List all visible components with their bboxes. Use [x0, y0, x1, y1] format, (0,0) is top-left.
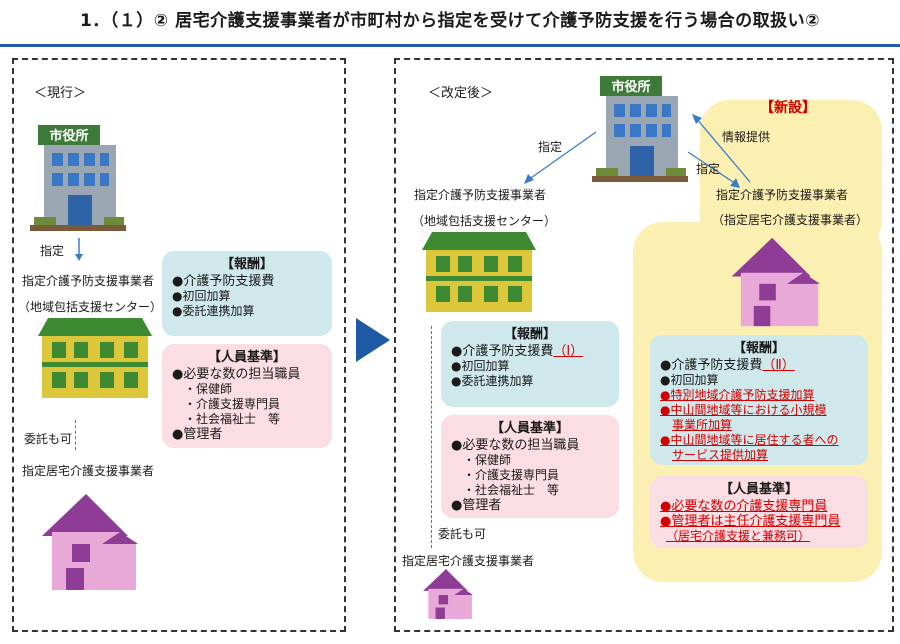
fee-item: 委託連携加算: [172, 304, 322, 319]
fee-item: 初回加算: [172, 289, 322, 304]
city-hall-sign: 市役所: [611, 79, 650, 95]
revised-panel: [394, 58, 894, 632]
fee-box-2: 【報酬】 介護予防支援費（Ⅱ） 初回加算 特別地域介護予防支援加算 中山間地域等…: [650, 335, 868, 465]
new-staff-item: 必要な数の介護支援専門員: [671, 499, 828, 514]
fee-item: 委託連携加算: [451, 374, 609, 389]
staff-header: 【人員基準】: [207, 350, 286, 365]
entrust-arrow: [431, 326, 432, 548]
fee-type-mark: （Ⅰ）: [553, 344, 584, 359]
city-hall-icon: 市役所: [592, 76, 688, 188]
staff-subitem: ・介護支援専門員: [463, 468, 560, 482]
current-panel: [12, 58, 346, 632]
fee-item: 介護予防支援費: [451, 344, 553, 359]
center-sub: （地域包括支援センター）: [18, 300, 163, 314]
fee-header: 【報酬】: [503, 327, 556, 342]
designate-left-label: 指定: [538, 140, 563, 154]
title-rule: [0, 44, 900, 47]
city-hall-icon: 市役所: [30, 125, 126, 237]
new-fee-item: 特別地域介護予防支援加算: [670, 388, 815, 402]
home-provider-label: 指定居宅介護支援事業者: [22, 464, 155, 478]
staff-item: 管理者: [451, 498, 609, 513]
staff-subitem: ・介護支援専門員: [184, 397, 281, 411]
designate-right-label: 指定: [696, 162, 721, 176]
home-provider-sub: （指定居宅介護支援事業者）: [712, 213, 869, 227]
staff-box-1: 【人員基準】 必要な数の担当職員 ・保健師 ・介護支援専門員 ・社会福祉士 等 …: [441, 415, 619, 518]
staff-header: 【人員基準】: [490, 421, 569, 436]
staff-box: 【人員基準】 必要な数の担当職員 ・保健師 ・介護支援専門員 ・社会福祉士 等 …: [162, 344, 332, 448]
info-arrow: [688, 110, 758, 194]
page-title: 1．（１）② 居宅介護支援事業者が市町村から指定を受けて介護予防支援を行う場合の…: [79, 11, 821, 31]
revised-label: ＜改定後＞: [428, 86, 494, 101]
center-building-icon: [34, 318, 156, 404]
fee-item: 介護予防支援費: [172, 274, 322, 289]
entrust-label: 委託も可: [438, 527, 487, 541]
fee-box: 【報酬】 介護予防支援費 初回加算 委託連携加算: [162, 251, 332, 336]
info-label: 情報提供: [722, 130, 771, 144]
new-staff-item-cont: （居宅介護支援と兼務可）: [666, 529, 811, 543]
fee-header: 【報酬】: [732, 341, 785, 356]
city-hall-sign: 市役所: [49, 128, 88, 144]
new-tag: 【新設】: [760, 100, 816, 116]
staff-subitem: ・保健師: [463, 453, 512, 467]
designate-arrow: [74, 238, 84, 266]
fee-box-1: 【報酬】 介護予防支援費（Ⅰ） 初回加算 委託連携加算: [441, 321, 619, 407]
entrust-label: 委託も可: [24, 432, 73, 446]
bottom-provider-label: 指定居宅介護支援事業者: [402, 554, 535, 568]
designate-arrow-left: [520, 130, 600, 194]
new-fee-item: 中山間地域等における小規模: [670, 403, 827, 417]
fee-header: 【報酬】: [220, 257, 273, 272]
new-staff-item: 管理者は主任介護支援専門員: [671, 514, 841, 529]
staff-subitem: ・保健師: [184, 382, 233, 396]
staff-subitem: ・社会福祉士 等: [184, 412, 281, 426]
fee-item: 初回加算: [451, 359, 609, 374]
center-name: 指定介護予防支援事業者: [22, 274, 155, 288]
transition-arrow: [356, 318, 390, 366]
entrust-arrow: [75, 420, 76, 450]
staff-subitem: ・社会福祉士 等: [463, 483, 560, 497]
staff-item: 必要な数の担当職員: [451, 438, 609, 453]
designate-arrow-right: [686, 150, 746, 194]
center-sub: （地域包括支援センター）: [412, 214, 557, 228]
staff-header: 【人員基準】: [719, 482, 798, 497]
new-fee-item-cont: 事業所加算: [672, 418, 733, 432]
staff-item: 管理者: [172, 427, 322, 442]
current-label: ＜現行＞: [34, 86, 87, 101]
staff-box-2: 【人員基準】 必要な数の介護支援専門員 管理者は主任介護支援専門員 （居宅介護支…: [650, 476, 868, 548]
bottom-provider-house-icon: [420, 568, 474, 624]
fee-item: 介護予防支援費: [660, 358, 762, 373]
home-provider-house-icon: [36, 492, 140, 596]
new-fee-item: 中山間地域等に居住する者への: [670, 433, 839, 447]
fee-type-mark: （Ⅱ）: [762, 358, 795, 373]
new-fee-item-cont: サービス提供加算: [672, 448, 769, 462]
designate-label: 指定: [40, 244, 65, 258]
staff-item: 必要な数の担当職員: [172, 367, 322, 382]
home-provider-name: 指定介護予防支援事業者: [716, 188, 849, 202]
fee-item: 初回加算: [660, 373, 858, 388]
center-building-icon: [418, 232, 540, 318]
home-provider-house-icon: [722, 236, 826, 332]
center-name: 指定介護予防支援事業者: [414, 188, 547, 202]
